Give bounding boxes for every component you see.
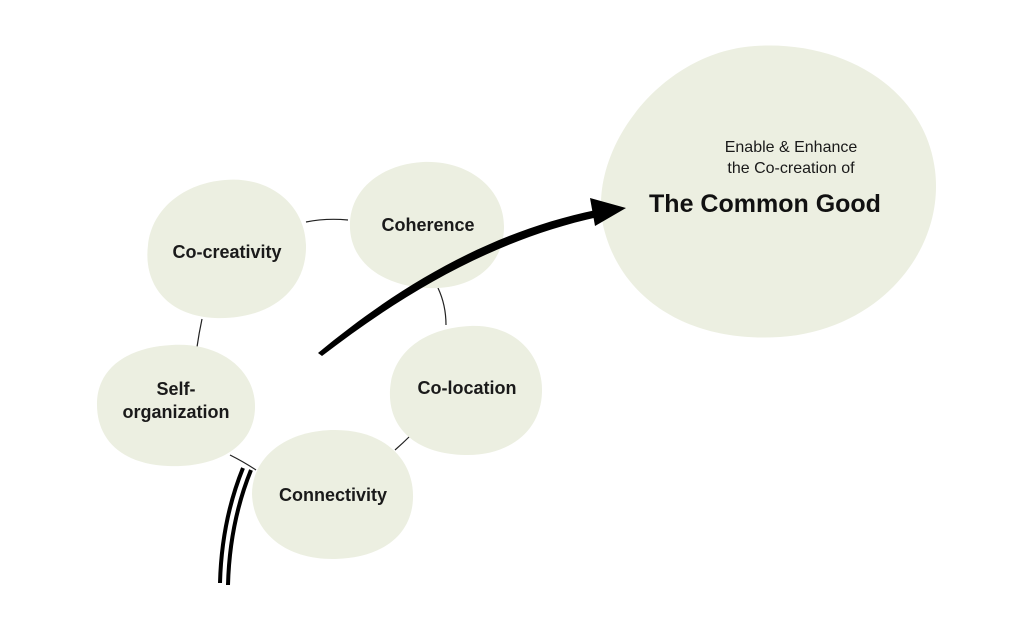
goal-title: The Common Good [649, 190, 881, 218]
node-label-self-organization-line1: Self- [156, 379, 195, 399]
main-arrow-head [590, 198, 626, 226]
node-blob-co-location [389, 325, 543, 456]
node-label-co-creativity: Co-creativity [172, 242, 281, 262]
node-blob-self-organization [96, 344, 256, 467]
connector-selforganization-cocreativity [196, 318, 203, 348]
node-label-co-location: Co-location [418, 378, 517, 398]
goal-blob [601, 45, 937, 338]
tail-line-left [218, 467, 245, 584]
connector-connectivity-selforganization [229, 454, 257, 471]
goal-subtitle-line2: the Co-creation of [727, 160, 855, 177]
node-blob-connectivity [252, 430, 414, 560]
connector-coherence-colocation [437, 287, 447, 326]
node-blob-co-creativity [147, 179, 307, 319]
connector-colocation-connectivity [394, 435, 411, 451]
goal-subtitle-line1: Enable & Enhance [725, 139, 858, 156]
node-label-coherence: Coherence [381, 215, 474, 235]
connector-cocreativity-coherence [305, 218, 349, 223]
node-label-connectivity: Connectivity [279, 485, 387, 505]
node-label-self-organization-line2: organization [123, 402, 230, 422]
tail-line-right [226, 469, 253, 586]
